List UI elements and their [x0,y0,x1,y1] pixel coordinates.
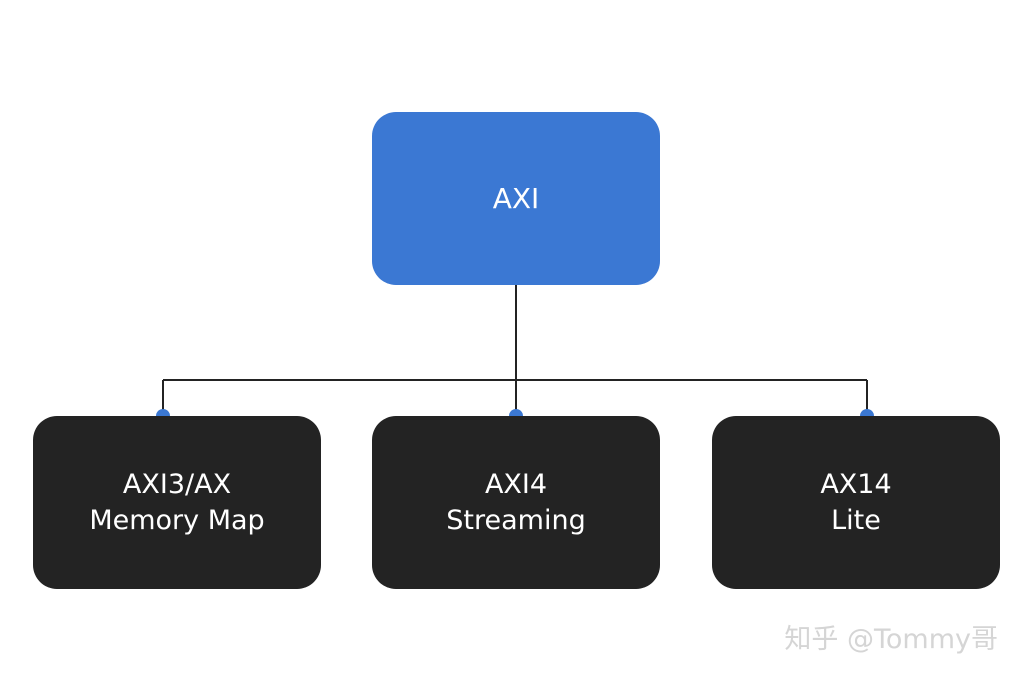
axi-root-node: AXI [372,112,660,285]
axi-root-label: AXI [492,181,540,215]
axi-memory-map-node: AXI3/AX Memory Map [33,416,321,589]
axi-memory-map-label-line1: AXI3/AX [122,468,232,500]
axi-lite-label-line2: Lite [831,504,881,536]
axi-streaming-node: AXI4 Streaming [372,416,660,589]
axi-lite-node: AX14 Lite [712,416,1000,589]
axi-streaming-label-line2: Streaming [446,504,586,536]
source-watermark: 知乎 @Tommy哥 [784,624,998,655]
axi-streaming-label-line1: AXI4 [484,468,548,500]
axi-lite-label-line1: AX14 [820,468,892,500]
axi-memory-map-label-line2: Memory Map [89,504,265,536]
